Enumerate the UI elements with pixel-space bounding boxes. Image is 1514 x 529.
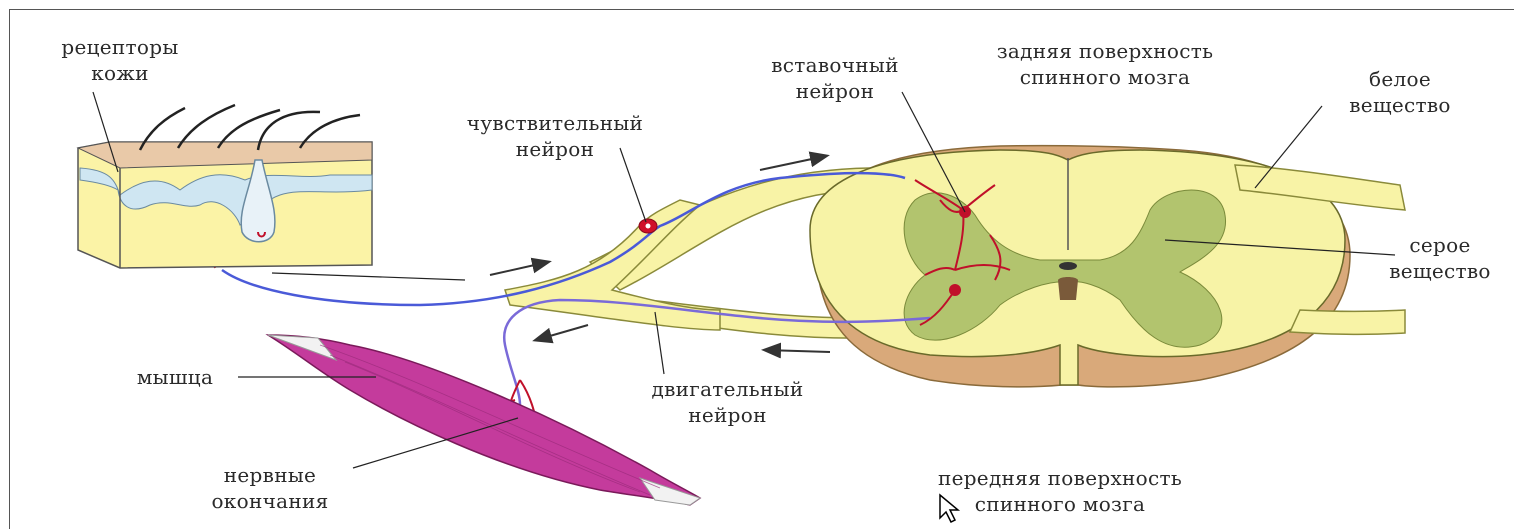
arrow-icon [536, 325, 588, 340]
right-ventral-root [1290, 310, 1405, 334]
sensory-neuron-body [639, 219, 657, 233]
label-skin-receptors: рецепторы кожи [55, 34, 185, 86]
label-interneuron: вставочный нейрон [755, 52, 915, 104]
arrow-icon [765, 350, 830, 352]
label-nerve-endings: нервные окончания [190, 462, 350, 514]
label-white-matter: белое вещество [1330, 66, 1470, 118]
label-motor-neuron: двигательный нейрон [620, 376, 835, 428]
central-canal [1059, 262, 1077, 270]
motor-neuron-body [949, 284, 961, 296]
label-ventral-surface: передняя поверхность спинного мозга [895, 465, 1225, 517]
skin-block [78, 105, 372, 268]
label-sensory-neuron: чувствительный нейрон [440, 110, 670, 162]
label-dorsal-surface: задняя поверхность спинного мозга [960, 38, 1250, 90]
label-muscle: мышца [120, 364, 230, 390]
label-grey-matter: серое вещество [1380, 232, 1500, 284]
arrow-icon [490, 262, 548, 275]
arrow-icon [760, 156, 826, 170]
